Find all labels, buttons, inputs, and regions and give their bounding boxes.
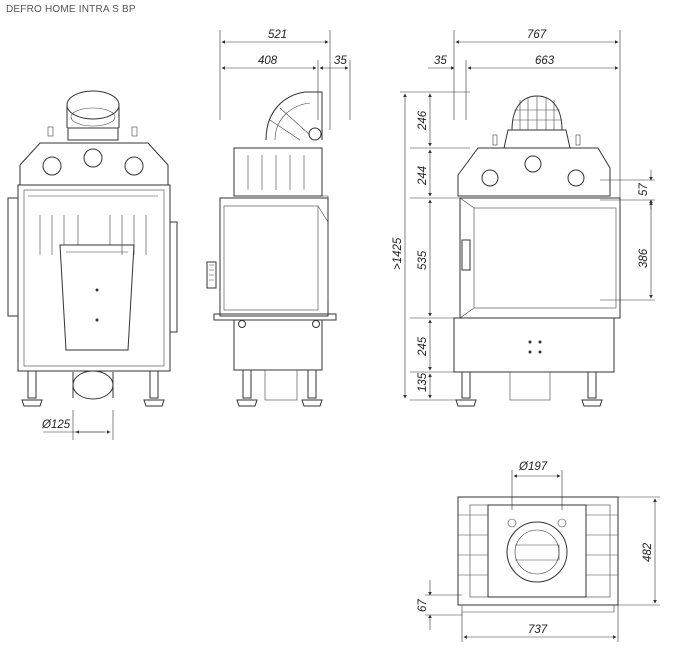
side-depth-total: 521 xyxy=(268,29,287,41)
corner-seg-base: 245 xyxy=(417,336,429,357)
top-view: Ø197 482 67 737 xyxy=(417,461,660,642)
corner-view: 767 35 663 >1425 246 244 535 245 135 57 … xyxy=(392,29,655,407)
corner-glass-top: 57 xyxy=(638,183,650,196)
top-flue-diameter: Ø197 xyxy=(518,461,548,473)
corner-glass-height: 386 xyxy=(638,248,650,268)
top-depth: 482 xyxy=(642,542,654,562)
side-depth-offset: 35 xyxy=(334,55,347,67)
corner-seg-hood: 244 xyxy=(417,166,429,186)
side-view: 521 408 35 xyxy=(206,29,351,407)
corner-height-total: >1425 xyxy=(392,237,404,270)
corner-width-offset: 35 xyxy=(434,55,447,67)
corner-width-body: 663 xyxy=(535,55,555,67)
corner-seg-legs: 135 xyxy=(417,372,429,392)
corner-width-total: 767 xyxy=(527,29,547,41)
product-title: DEFRO HOME INTRA S BP xyxy=(6,4,136,15)
top-width: 737 xyxy=(528,624,548,636)
front-view: Ø125 xyxy=(7,90,178,440)
front-diameter-label: Ø125 xyxy=(41,419,71,431)
side-depth-body: 408 xyxy=(258,55,278,67)
corner-seg-top: 246 xyxy=(417,110,429,131)
top-front-offset: 67 xyxy=(417,599,429,612)
corner-seg-door: 535 xyxy=(417,250,429,270)
